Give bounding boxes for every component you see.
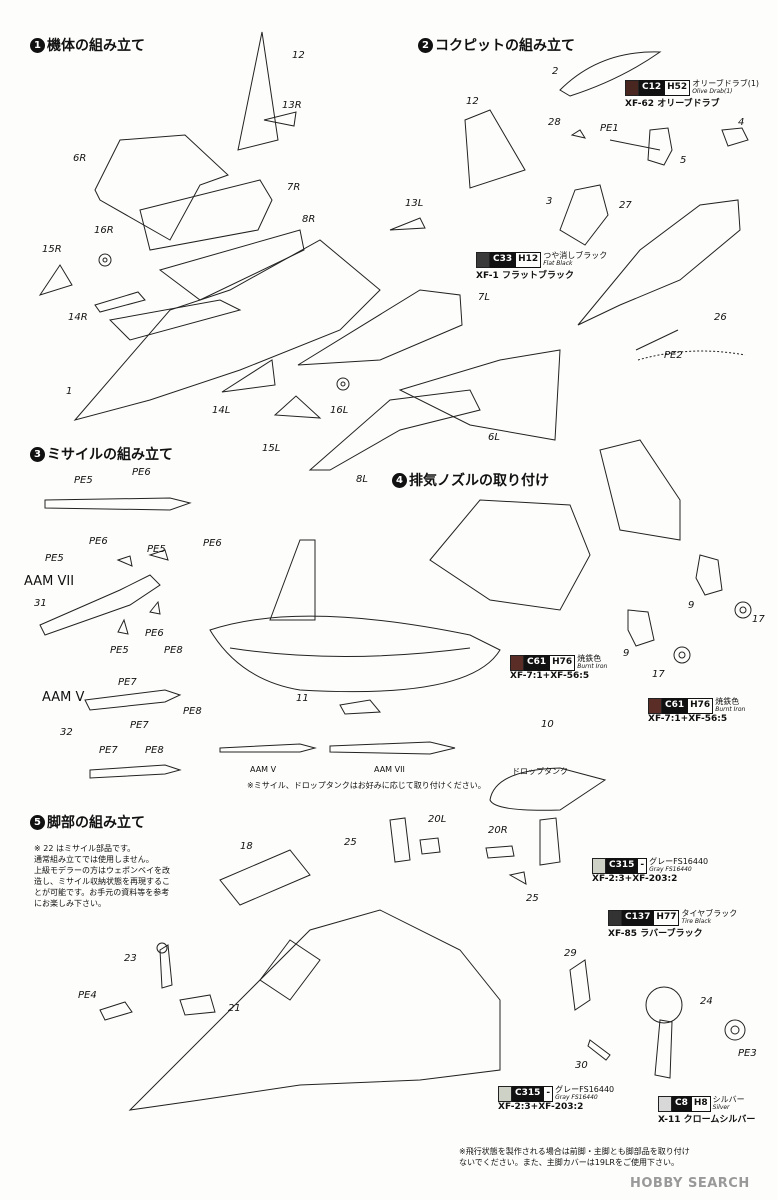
part-label: 12: [292, 50, 305, 61]
part-label: 12: [466, 96, 479, 107]
part-label: 20R: [488, 825, 508, 836]
part-label: 7L: [478, 292, 490, 303]
part-label: 23: [124, 953, 137, 964]
part-label: 25: [526, 893, 539, 904]
watermark-logo: HOBBY SEARCH: [630, 1176, 750, 1191]
part-label: PE5: [147, 544, 166, 555]
part-label: PE6: [145, 628, 164, 639]
part-label: 1: [66, 386, 73, 397]
color-swatch: [625, 80, 639, 96]
part-label: AAM VII: [374, 765, 405, 774]
part-label: 13R: [282, 100, 302, 111]
part-label: AAM V: [42, 690, 85, 705]
part-label: PE5: [110, 645, 129, 656]
part-label: PE1: [600, 123, 619, 134]
part-label: 4: [738, 117, 745, 128]
part-label: 30: [575, 1060, 588, 1071]
part-label: PE6: [89, 536, 108, 547]
part-label: 17: [652, 669, 665, 680]
part-label: PE2: [664, 350, 683, 361]
part-label: ドロップタンク: [512, 767, 568, 776]
flight-mode-note: ※飛行状態を製作される場合は前脚・主脚とも脚部品を取り付け ないでください。また…: [459, 1147, 690, 1167]
part-label: 21: [228, 1003, 241, 1014]
part-label: PE5: [45, 553, 64, 564]
part-label: 5: [680, 155, 687, 166]
cockpit-assembly-diagram: [559, 51, 749, 361]
part-label: PE8: [183, 706, 202, 717]
part-label: 32: [60, 727, 73, 738]
part-label: 18: [240, 841, 253, 852]
color-swatch: [592, 858, 606, 874]
landing-gear-assembly-diagram: [99, 817, 746, 1111]
part-label: PE3: [738, 1048, 757, 1059]
part-label: 6L: [488, 432, 500, 443]
part-label: 20L: [428, 814, 447, 825]
color-swatch: [510, 655, 524, 671]
part-label: 13L: [405, 198, 424, 209]
part-22-note: ※ 22 はミサイル部品です。 通常組み立てでは使用しません。 上級モデラーの方…: [34, 844, 170, 908]
part-label: 6R: [73, 153, 87, 164]
part-label: 15R: [42, 244, 62, 255]
part-label: 3: [546, 196, 553, 207]
part-label: 8L: [356, 474, 368, 485]
part-label: 7R: [287, 182, 301, 193]
part-label: 27: [619, 200, 632, 211]
part-label: 16L: [330, 405, 349, 416]
color-swatch: [476, 252, 490, 268]
part-label: PE6: [132, 467, 151, 478]
part-label: PE8: [164, 645, 183, 656]
part-label: 29: [564, 948, 577, 959]
part-label: PE7: [130, 720, 149, 731]
missile-optional-note: ※ミサイル、ドロップタンクはお好みに応じて取り付けください。: [247, 781, 486, 790]
part-label: 31: [34, 598, 47, 609]
part-label: 15L: [262, 443, 281, 454]
part-label: 14L: [212, 405, 231, 416]
part-label: 8R: [302, 214, 316, 225]
part-label: 28: [548, 117, 561, 128]
part-label: AAM V: [250, 765, 277, 774]
part-label: 2: [552, 66, 559, 77]
color-swatch: [658, 1096, 672, 1112]
part-label: 9: [688, 600, 695, 611]
part-label: 11: [296, 693, 309, 704]
color-swatch: [648, 698, 662, 714]
part-label: PE4: [78, 990, 97, 1001]
part-label: 25: [344, 837, 357, 848]
part-label: 9: [623, 648, 630, 659]
part-label: 24: [700, 996, 713, 1007]
part-label: PE7: [99, 745, 118, 756]
part-label: AAM VII: [24, 574, 75, 589]
part-label: PE6: [203, 538, 222, 549]
part-label: 10: [541, 719, 554, 730]
part-label: 14R: [68, 312, 88, 323]
fuselage-assembly-diagram: [38, 31, 561, 471]
part-label: PE5: [74, 475, 93, 486]
color-swatch: [608, 910, 622, 926]
missile-assembly-diagram: [39, 497, 192, 779]
part-label: 26: [714, 312, 727, 323]
nozzle-assembly-diagram: [209, 439, 752, 811]
part-label: PE7: [118, 677, 137, 688]
part-label: 16R: [94, 225, 114, 236]
part-label: PE8: [145, 745, 164, 756]
color-swatch: [498, 1086, 512, 1102]
part-label: 17: [752, 614, 765, 625]
